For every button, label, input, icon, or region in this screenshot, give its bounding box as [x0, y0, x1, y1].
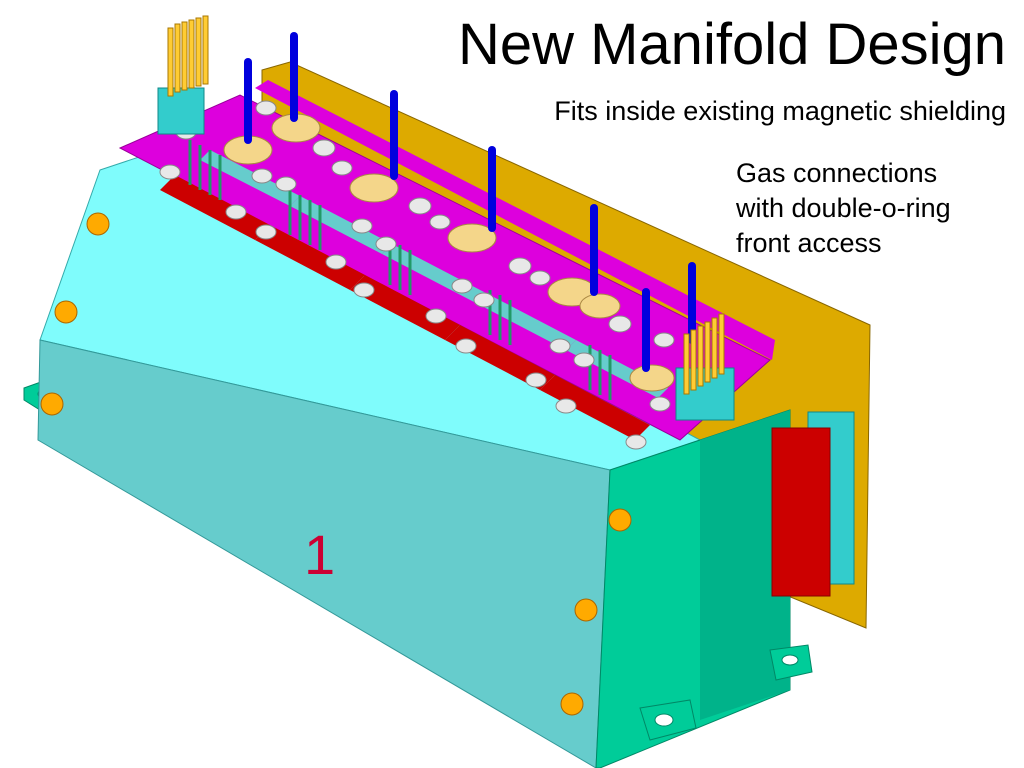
side-connector-red — [771, 427, 831, 597]
body-front-face — [37, 339, 611, 768]
slide-subtitle: Fits inside existing magnetic shielding — [554, 96, 1006, 126]
end-block-side — [700, 410, 790, 720]
body-screws — [40, 212, 632, 716]
pin-header-right — [675, 313, 735, 421]
annotation-text: Gas connections with double-o-ring front… — [736, 156, 951, 261]
pin-header-left — [157, 15, 209, 135]
screws — [159, 100, 675, 450]
slide-title: New Manifold Design — [457, 12, 1006, 77]
part-marking: 1 — [304, 523, 335, 586]
tab-hole — [654, 713, 674, 727]
annotation-line: with double-o-ring — [736, 193, 951, 223]
annotation-line: Gas connections — [736, 158, 938, 188]
gas-tubes — [244, 32, 696, 372]
tab-hole-2 — [781, 654, 799, 666]
annotation-line: front access — [736, 228, 882, 258]
plate-blocks — [160, 150, 668, 440]
valves — [223, 113, 675, 392]
